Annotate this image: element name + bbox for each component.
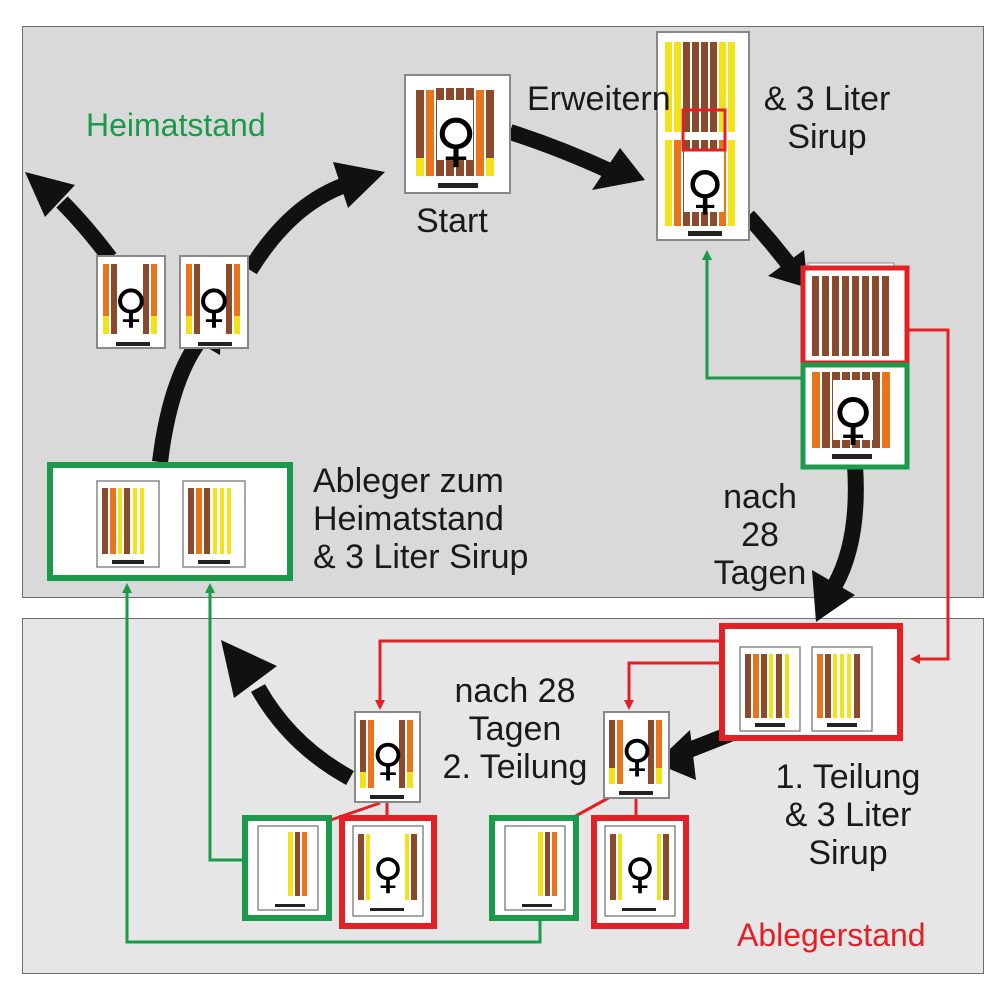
- after-28-days-line2: 28: [741, 516, 779, 554]
- queen-symbol-expanded: ♀: [686, 161, 724, 221]
- nuc-region-label: Ablegerstand: [737, 917, 926, 953]
- syrup-label-1: & 3 Liter Sirup: [752, 80, 902, 156]
- syrup-label-1-line2: Sirup: [787, 118, 867, 156]
- green-flow-lines: [122, 250, 803, 944]
- nucs-to-home-line3: & 3 Liter Sirup: [313, 538, 529, 576]
- hive-split-left: [354, 711, 421, 803]
- first-split-line3: Sirup: [808, 834, 888, 872]
- queen-symbol-nuc-right: ♀: [625, 849, 656, 898]
- queen-symbol-home-right: ♀: [197, 279, 231, 333]
- second-split-line2: Tagen: [468, 710, 562, 748]
- hive-start: [404, 74, 511, 194]
- nucs-to-home-line1: Ableger zum: [313, 462, 504, 500]
- second-split-label: nach 28 Tagen 2. Teilung: [420, 672, 610, 786]
- queen-symbol-stacked: ♀: [832, 387, 873, 452]
- second-split-line3: 2. Teilung: [442, 748, 588, 786]
- home-region-label: Heimatstand: [86, 107, 266, 143]
- syrup-label-1-line1: & 3 Liter: [763, 80, 891, 118]
- hive-split-right: [603, 711, 670, 799]
- first-split-line1: 1. Teilung: [775, 758, 921, 796]
- hive-home-left: [96, 255, 166, 349]
- second-split-line1: nach 28: [454, 672, 576, 710]
- queen-symbol-split-left: ♀: [372, 735, 404, 786]
- first-split-group: [719, 623, 903, 741]
- hive-home-right: [179, 255, 249, 349]
- nuc-pair-left: [242, 815, 437, 929]
- nucs-to-home-group: [47, 462, 293, 581]
- nucs-to-home-line2: Heimatstand: [313, 500, 504, 538]
- queen-symbol-start: ♀: [435, 106, 477, 174]
- first-split-line2: & 3 Liter: [784, 796, 912, 834]
- after-28-days-label: nach 28 Tagen: [700, 478, 820, 592]
- expand-label: Erweitern: [527, 80, 671, 118]
- start-label: Start: [416, 202, 488, 240]
- after-28-days-line1: nach: [723, 478, 797, 516]
- nucs-to-home-label: Ableger zum Heimatstand & 3 Liter Sirup: [313, 462, 528, 576]
- queen-symbol-nuc-left: ♀: [373, 849, 404, 898]
- first-split-label: 1. Teilung & 3 Liter Sirup: [748, 758, 948, 872]
- after-28-days-line3: Tagen: [713, 554, 807, 592]
- hive-expanded: [656, 31, 750, 241]
- queen-symbol-split-right: ♀: [621, 731, 653, 782]
- queen-symbol-home-left: ♀: [114, 279, 148, 333]
- nuc-pair-right: [489, 815, 689, 929]
- hive-stacked: [800, 262, 910, 470]
